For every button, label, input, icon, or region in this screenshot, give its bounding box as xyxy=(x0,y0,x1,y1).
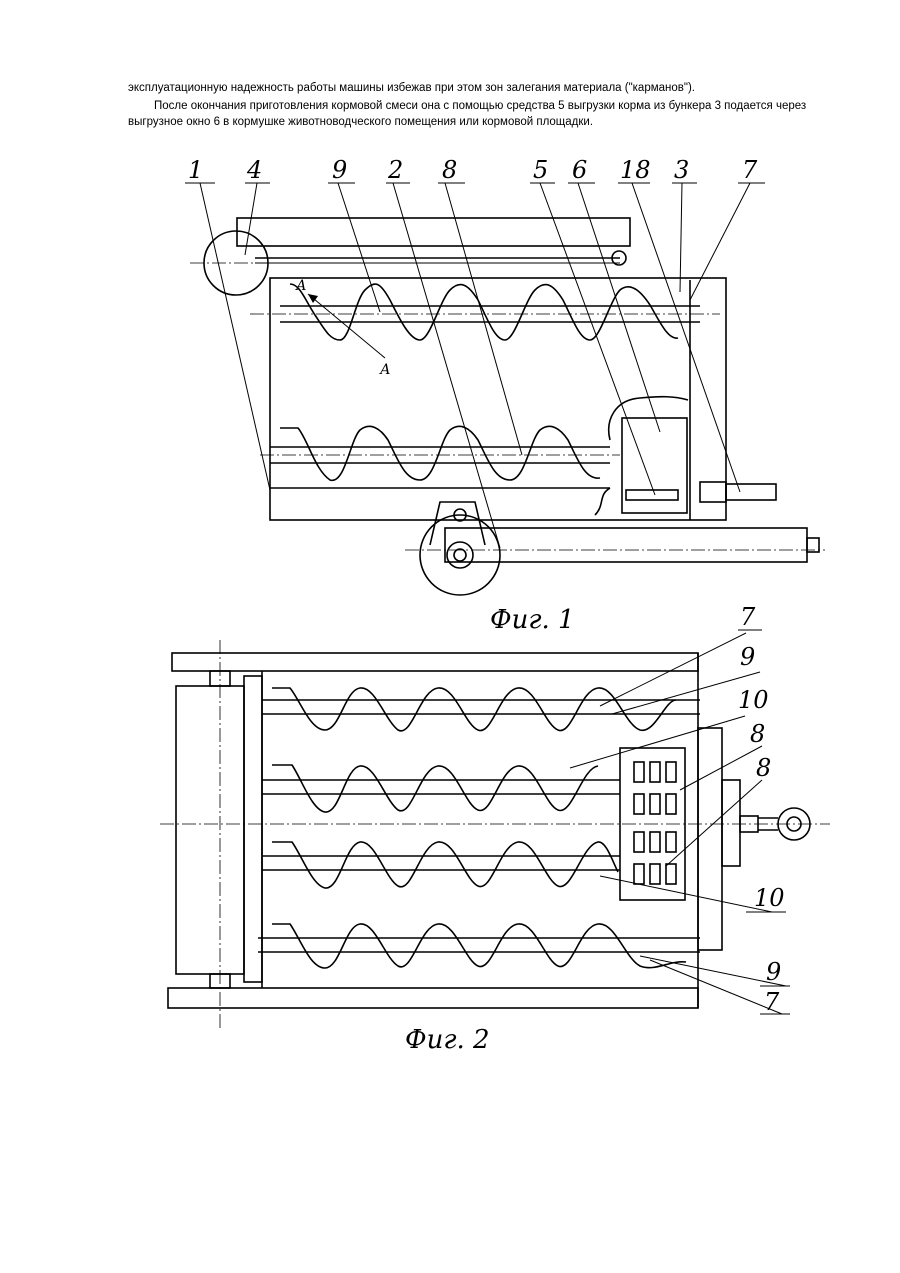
fig2-caption: Фиг. 2 xyxy=(405,1025,490,1055)
fig2-label-8-top: 8 xyxy=(750,720,765,748)
figure-2: 7 9 10 8 8 10 9 7 Фиг. 2 xyxy=(160,603,830,1055)
fig2-label-9-top: 9 xyxy=(740,643,755,671)
figure-1: А А xyxy=(185,156,825,635)
fig1-label-6: 6 xyxy=(572,156,587,184)
fig1-label-1: 1 xyxy=(188,156,203,184)
fig2-label-7-bottom: 7 xyxy=(764,988,780,1016)
section-mark-a-bottom: А xyxy=(379,362,391,378)
auger-row-3 xyxy=(262,842,620,888)
fig1-label-4: 4 xyxy=(246,156,262,184)
upper-auger-spiral xyxy=(290,284,678,340)
fig2-label-10-top: 10 xyxy=(738,686,769,714)
bottom-rail xyxy=(168,988,698,1008)
fig1-label-5: 5 xyxy=(533,156,548,184)
fig1-label-7: 7 xyxy=(742,156,758,184)
fig1-label-2: 2 xyxy=(387,156,403,184)
unloading-means-5 xyxy=(626,490,678,500)
fig1-label-18: 18 xyxy=(620,156,651,184)
wheel xyxy=(420,515,500,595)
fig2-label-8-bottom: 8 xyxy=(756,754,771,782)
drum-end-view xyxy=(176,686,244,974)
section-mark-a-top: А xyxy=(295,278,307,294)
fig1-caption: Фиг. 1 xyxy=(490,605,575,635)
fig2-label-10-bottom: 10 xyxy=(754,884,785,912)
top-rail xyxy=(172,653,698,671)
shaft-end xyxy=(726,484,776,500)
auger-row-1 xyxy=(262,688,700,731)
fig1-label-9: 9 xyxy=(332,156,347,184)
fig2-label-9-bottom: 9 xyxy=(766,958,781,986)
fig1-label-3: 3 xyxy=(674,156,689,184)
fig2-label-7-top: 7 xyxy=(740,603,756,631)
lower-auger-spiral xyxy=(280,426,600,480)
top-cover xyxy=(237,218,630,246)
fig1-label-8: 8 xyxy=(442,156,457,184)
auger-row-4 xyxy=(258,924,700,968)
auger-row-2 xyxy=(262,765,620,812)
